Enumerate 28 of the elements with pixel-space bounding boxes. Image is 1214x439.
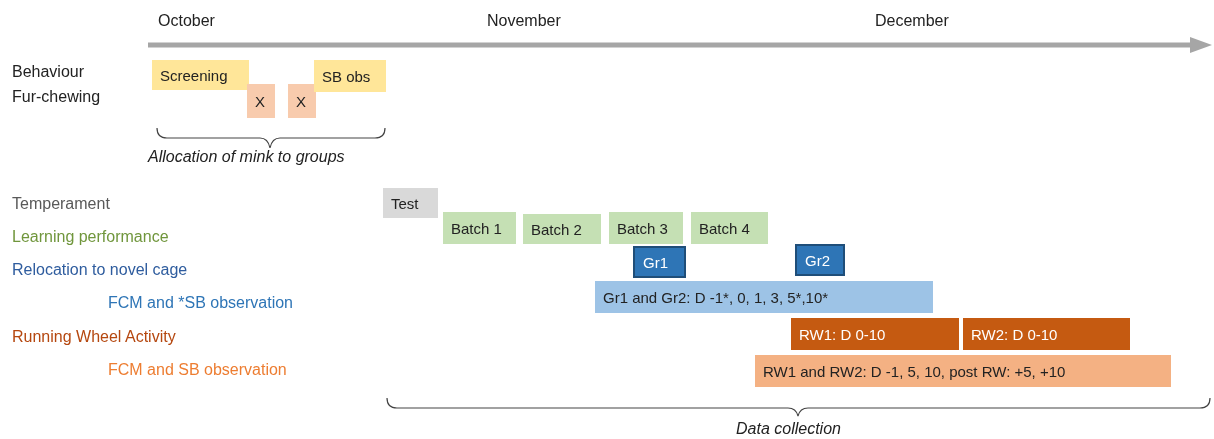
row-label: Learning performance (12, 228, 169, 246)
row-label: FCM and SB observation (108, 361, 287, 379)
row-label: Behaviour (12, 63, 85, 81)
bracket-caption: Data collection (736, 420, 841, 438)
row-label: Fur-chewing (12, 88, 101, 106)
task-bar: RW1: D 0-10 (791, 318, 959, 350)
task-bar: RW2: D 0-10 (963, 318, 1130, 350)
label-bar: SB obs (314, 60, 386, 92)
row-label: Running Wheel Activity (12, 328, 176, 346)
month-label: October (158, 12, 215, 30)
row-label: Relocation to novel cage (12, 261, 188, 279)
task-bar: Gr2 (795, 244, 845, 276)
label-bar: Screening (152, 60, 249, 90)
bracket-caption: Allocation of mink to groups (148, 148, 345, 166)
task-bar: Gr1 and Gr2: D -1*, 0, 1, 3, 5*,10* (595, 281, 933, 313)
task-bar: Batch 1 (443, 212, 516, 244)
marker-bar: X (288, 84, 316, 118)
task-bar: Test (383, 188, 438, 218)
month-label: November (487, 12, 561, 30)
task-bar: Batch 2 (523, 214, 601, 244)
task-bar: Batch 3 (609, 212, 683, 244)
row-label: Temperament (12, 195, 110, 213)
marker-bar: X (247, 84, 275, 118)
task-bar: RW1 and RW2: D -1, 5, 10, post RW: +5, +10 (755, 355, 1171, 387)
month-label: December (875, 12, 949, 30)
row-label: FCM and *SB observation (108, 294, 293, 312)
task-bar: Gr1 (633, 246, 686, 278)
task-bar: Batch 4 (691, 212, 768, 244)
